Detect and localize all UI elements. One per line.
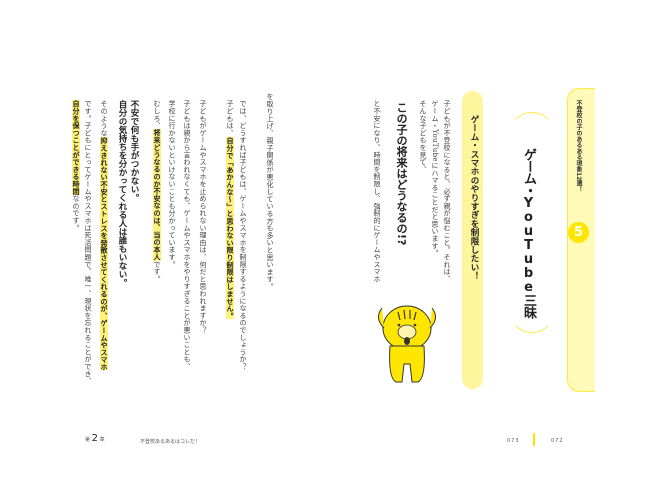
- highlight: 自分を保つことができる時間: [72, 100, 80, 195]
- body-line: 子どもは、自分で「あかんな～」と思わない限り制限はしません。: [226, 100, 234, 319]
- body-line: では、どうすれば子どもは、ゲームやスマホを制限するようになるのでしょうか？: [239, 100, 247, 371]
- page-divider: [533, 433, 535, 446]
- body-line: 学校に行かないといけないことも分かっています。: [168, 100, 176, 268]
- chapter-title: 不登校あるあるはコレだ！: [140, 439, 201, 445]
- bold-line: 自分の気持ちを分かってくれる人は誰もいない。: [117, 100, 127, 287]
- title-arc-bottom: [508, 285, 556, 333]
- body-line: と不安になり、時間を制限し、強制的にゲームやスマホ: [373, 100, 381, 283]
- tab-label: 不登校の子のあるある現象12選！: [575, 100, 582, 193]
- body-line: ゲーム・YouTubeにハマることだと思います。: [431, 100, 439, 257]
- body-line: 子どもがゲームやスマホを止められない理由は、何だと思われますか？: [199, 100, 207, 334]
- highlight: 抑えきれない不安とストレスを発散させてくれるのが、ゲームやスマホ: [100, 136, 108, 371]
- page-number-left: 073: [507, 438, 520, 444]
- highlight: 自分で「あかんな～」と思わない限り制限はしません。: [226, 136, 234, 319]
- body-line: むしろ、将来どうなるのか不安なのは、当の本人です。: [153, 100, 161, 283]
- body-line: です。子どもにとってゲームやスマホは死活問題で、唯一、現状を忘れることができ、: [84, 100, 92, 385]
- section-number: 5: [568, 222, 589, 243]
- body-line: そのような抑えきれない不安とストレスを発散させてくれるのが、ゲームやスマホ: [100, 100, 108, 371]
- heading-future: この子の将来はどうなるの!?: [395, 102, 408, 246]
- body-line: そんな子どもを見て、: [419, 100, 427, 173]
- subtitle-box: [462, 91, 483, 389]
- page-title: ゲーム・YouTube三昧: [521, 148, 536, 318]
- title-arc-top: [508, 112, 556, 160]
- page-number-right: 072: [551, 438, 564, 444]
- subtitle: ゲーム・スマホのやりすぎを制限したい！: [469, 115, 479, 281]
- highlight: 将来どうなるのか不安なのは、当の本人: [153, 129, 161, 261]
- body-line: 子どもは親から言われなくても、ゲームやスマホをやりすぎることが悪いことも、: [183, 100, 191, 371]
- body-line: 子どもが不登校になると、必ず親が悩むこと。それは、: [443, 100, 451, 283]
- body-line: を取り上げ、親子関係が悪化している方も多いと思います。: [266, 93, 274, 291]
- body-line: 自分を保つことができる時間なのです。: [72, 100, 80, 232]
- bold-line: 不安で何も手がつかない。: [129, 100, 139, 202]
- chapter-label: 第 2 章: [85, 433, 105, 444]
- boar-character-illustration: [378, 305, 436, 383]
